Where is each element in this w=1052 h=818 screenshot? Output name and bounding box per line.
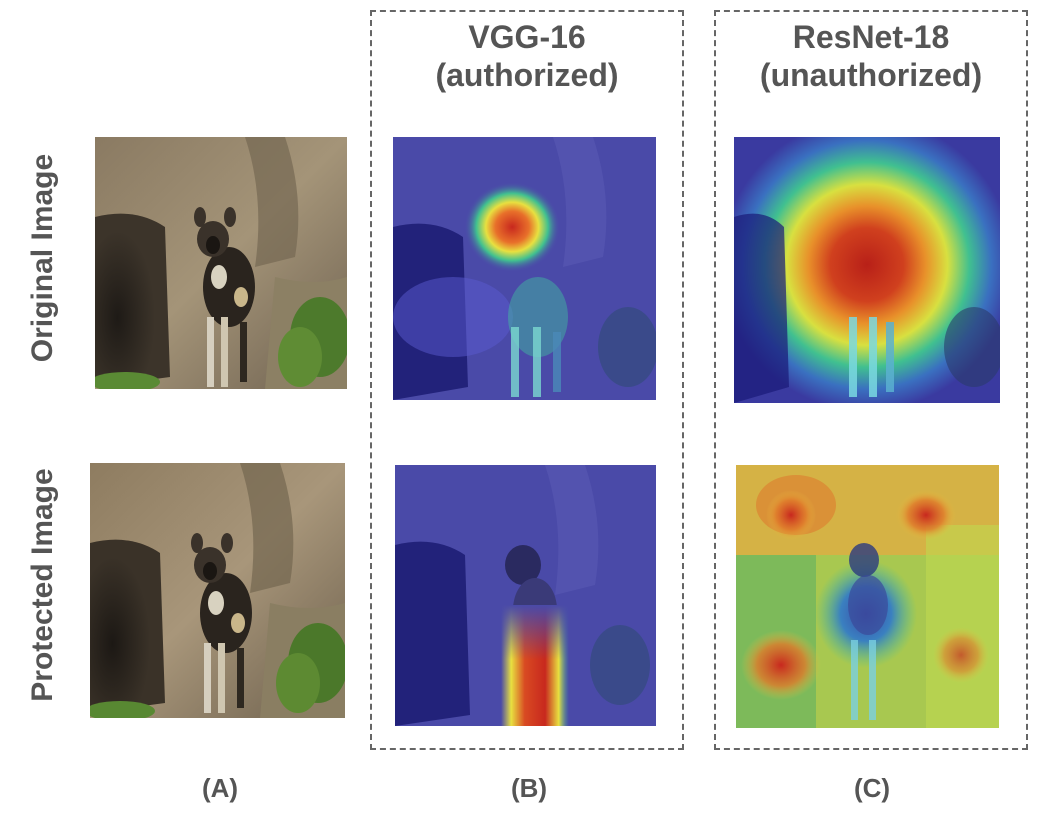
panel-label-c: (C) xyxy=(853,773,891,803)
resnet18-title-line1: ResNet-18 xyxy=(792,19,950,55)
resnet18-title-line2: (unauthorized) xyxy=(759,57,983,93)
vgg16-protected-heatmap xyxy=(395,465,656,726)
resnet18-group-box xyxy=(714,10,1028,750)
resnet18-protected-heatmap xyxy=(736,465,999,728)
row-label-original: Original Image xyxy=(26,153,59,363)
panel-label-b: (B) xyxy=(510,773,548,803)
panel-label-a: (A) xyxy=(201,773,239,803)
resnet18-original-heatmap xyxy=(734,137,1000,403)
vgg16-original-heatmap xyxy=(393,137,656,400)
vgg16-title-line2: (authorized) xyxy=(435,57,619,93)
vgg16-group-box xyxy=(370,10,684,750)
original-image xyxy=(95,137,347,389)
vgg16-title-line1: VGG-16 xyxy=(468,19,586,55)
row-label-protected: Protected Image xyxy=(26,468,59,702)
vgg16-title: VGG-16 (authorized) xyxy=(372,18,682,94)
protected-image xyxy=(90,463,345,718)
resnet18-title: ResNet-18 (unauthorized) xyxy=(716,18,1026,94)
